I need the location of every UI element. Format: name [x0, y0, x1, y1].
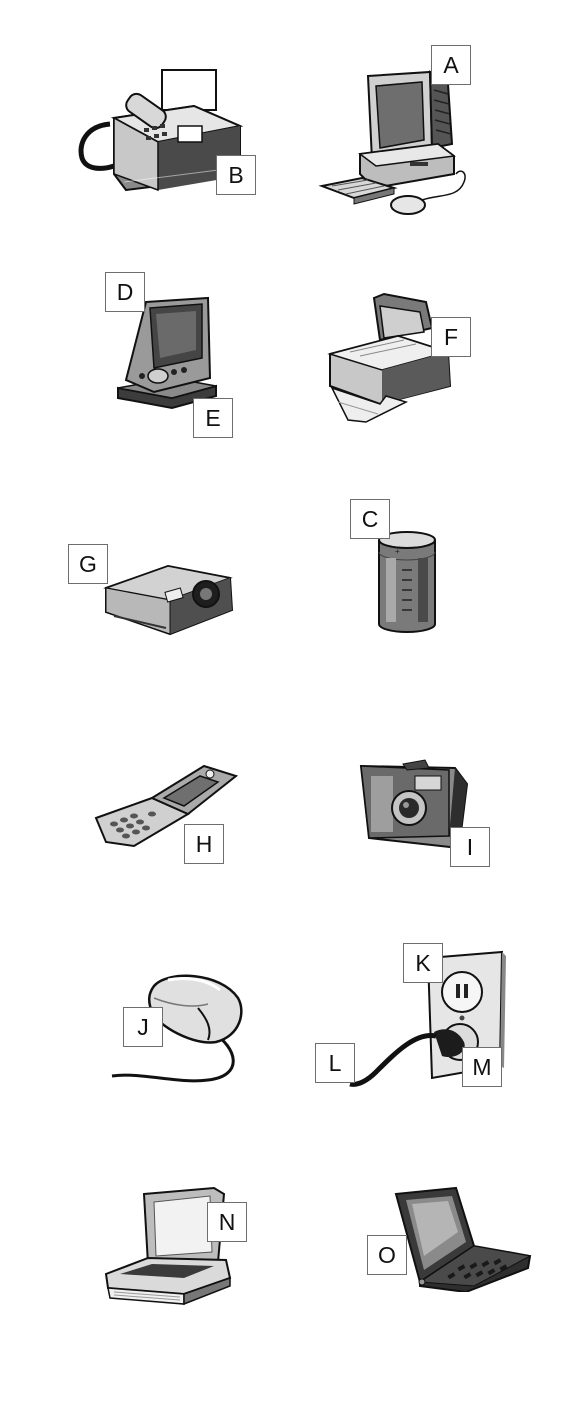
printer-icon	[327, 292, 452, 423]
label-i: I	[450, 827, 490, 867]
label-d: D	[105, 272, 145, 312]
label-e: E	[193, 398, 233, 438]
label-f: F	[431, 317, 471, 357]
label-n: N	[207, 1202, 247, 1242]
label-g: G	[68, 544, 108, 584]
label-l: L	[315, 1043, 355, 1083]
label-b: B	[216, 155, 256, 195]
label-c: C	[350, 499, 390, 539]
desktop-computer-icon	[318, 70, 466, 215]
label-j: J	[123, 1007, 163, 1047]
mouse-icon	[111, 974, 243, 1083]
label-k: K	[403, 943, 443, 983]
flatbed-scanner-icon	[104, 1186, 232, 1306]
laptop-icon	[394, 1186, 532, 1292]
fax-machine-icon	[78, 69, 244, 192]
camera-icon	[359, 759, 469, 850]
label-m: M	[462, 1047, 502, 1087]
label-a: A	[431, 45, 471, 85]
pda-icon	[117, 296, 217, 410]
label-o: O	[367, 1235, 407, 1275]
projector-icon	[103, 564, 234, 636]
label-h: H	[184, 824, 224, 864]
flip-phone-icon	[94, 764, 239, 848]
svg-text:+: +	[395, 547, 400, 556]
battery-icon: +	[378, 531, 436, 633]
